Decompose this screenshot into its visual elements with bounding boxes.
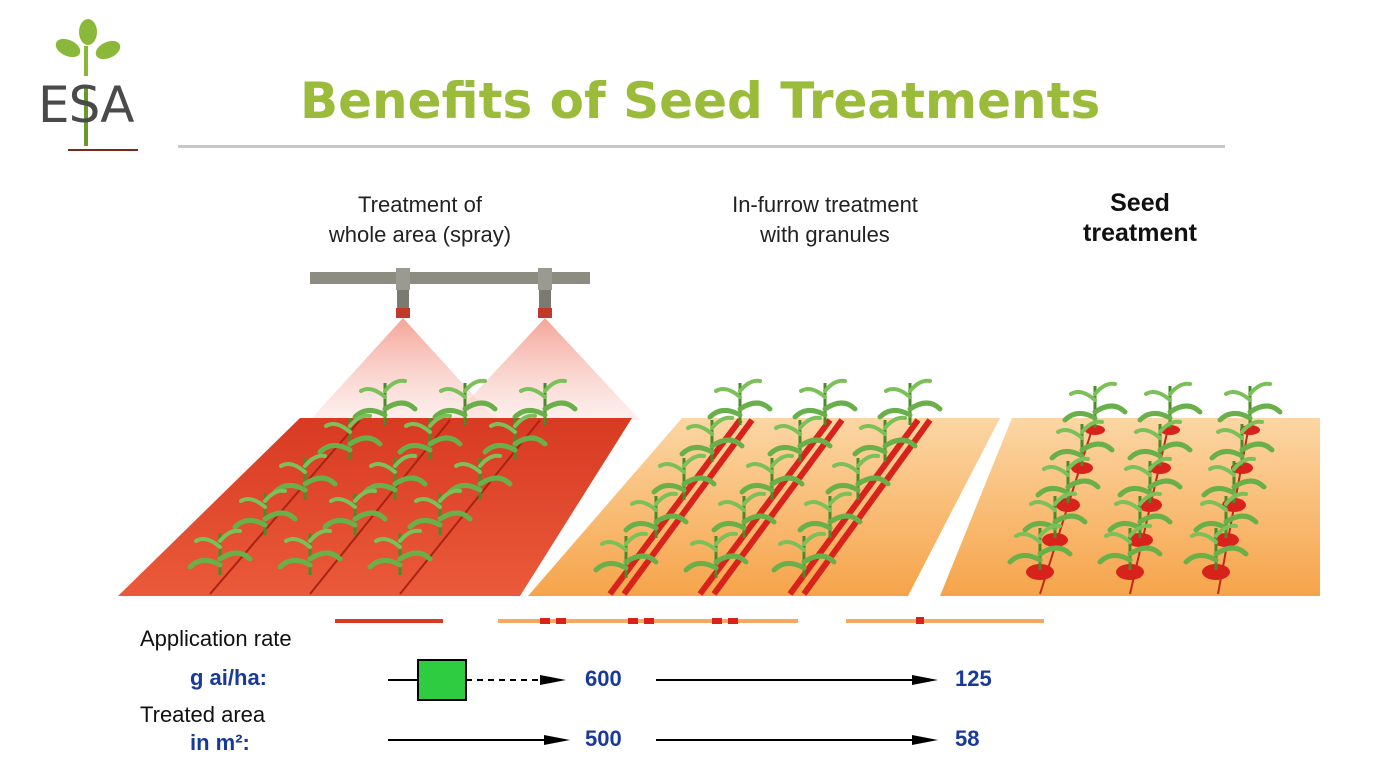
method-label-spray: Treatment of whole area (spray) bbox=[300, 190, 540, 250]
application-rate-value-b: 125 bbox=[955, 666, 992, 691]
treated-area-label: Treated area bbox=[140, 702, 266, 727]
spray-boom-icon bbox=[310, 268, 640, 420]
cross-section-bars bbox=[335, 617, 1044, 624]
logo-text: ESA bbox=[38, 76, 134, 134]
method-label-infurrow-line2: with granules bbox=[760, 222, 890, 247]
method-label-seed-line2: treatment bbox=[1083, 219, 1197, 247]
method-label-spray-line2: whole area (spray) bbox=[328, 222, 512, 247]
application-rate-label: Application rate bbox=[140, 626, 292, 651]
method-label-seed: Seed treatment bbox=[1060, 188, 1220, 248]
treated-area-unit: in m²: bbox=[190, 730, 250, 755]
method-label-seed-line1: Seed bbox=[1110, 189, 1170, 217]
treated-area-value-b: 58 bbox=[955, 726, 980, 751]
esa-logo: ESA bbox=[38, 18, 158, 158]
title-divider bbox=[178, 145, 1225, 148]
application-rate-arrows bbox=[388, 659, 938, 701]
page-title: Benefits of Seed Treatments bbox=[300, 72, 1101, 130]
field-spray bbox=[118, 381, 632, 596]
treated-area-arrows bbox=[388, 735, 938, 745]
field-infurrow bbox=[528, 381, 1000, 596]
application-rate-value-a: 600 bbox=[585, 666, 622, 691]
treated-area-value-a: 500 bbox=[585, 726, 622, 751]
method-label-spray-line1: Treatment of bbox=[358, 192, 482, 217]
sprout-icon bbox=[55, 19, 138, 151]
method-label-infurrow-line1: In-furrow treatment bbox=[732, 192, 918, 217]
application-rate-unit: g ai/ha: bbox=[190, 665, 268, 690]
method-label-infurrow: In-furrow treatment with granules bbox=[695, 190, 955, 250]
field-seed-treatment bbox=[940, 384, 1320, 596]
green-marker-box bbox=[417, 659, 467, 701]
